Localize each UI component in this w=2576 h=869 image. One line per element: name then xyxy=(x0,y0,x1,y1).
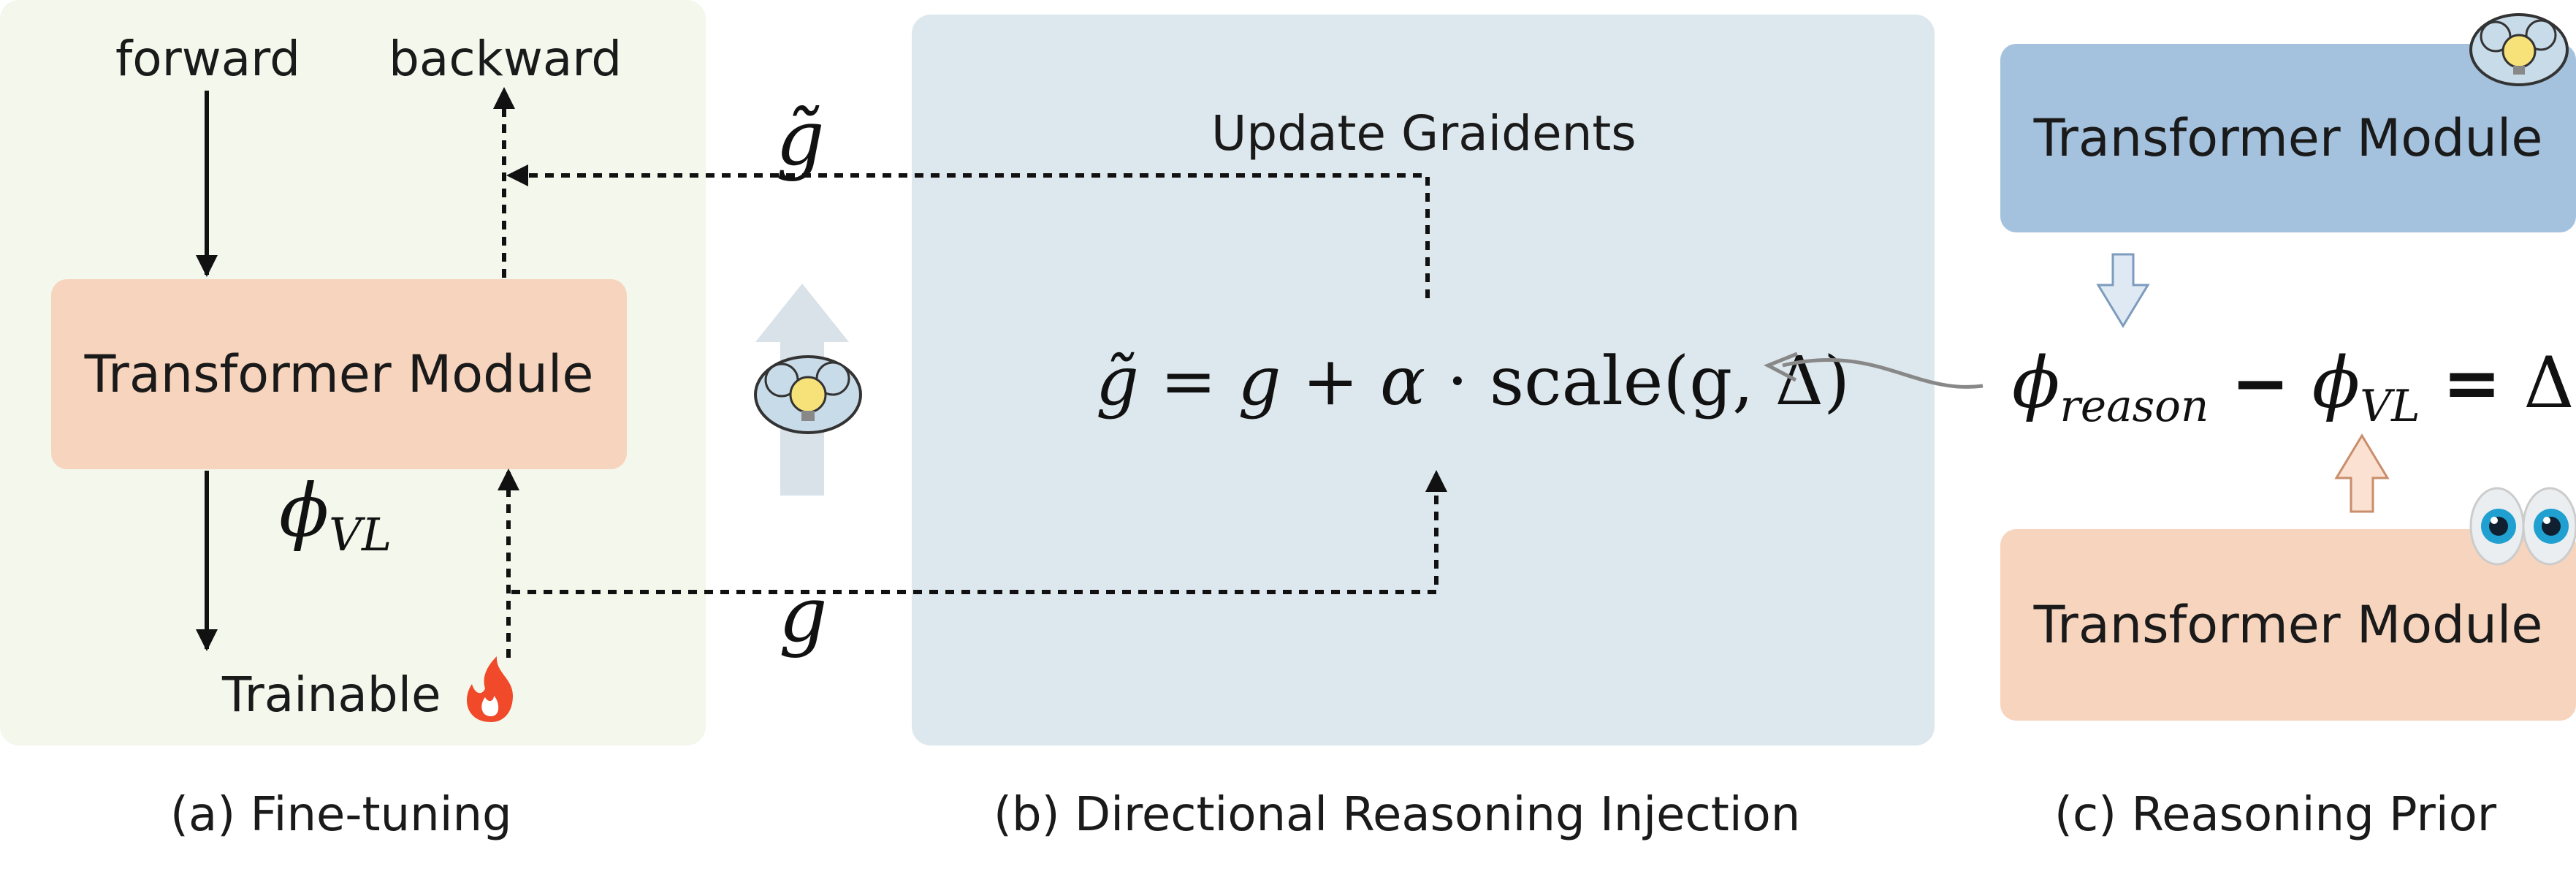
module-label: Transformer Module xyxy=(84,344,594,404)
g-label: g xyxy=(779,570,828,659)
g-tilde-label: g̃ xyxy=(776,94,825,183)
down-arrow-icon xyxy=(2096,253,2150,328)
phi-vl-symbol: ϕ xyxy=(2312,342,2360,424)
bottom-module-label: Transformer Module xyxy=(2033,595,2543,655)
eq-equals: = xyxy=(1160,342,1217,420)
phi-vl-label: ϕVL xyxy=(279,468,392,561)
delta-equation: ϕreason − ϕVL = Δ xyxy=(2012,342,2575,432)
eq-alpha: α xyxy=(1380,342,1426,420)
eq-g: g xyxy=(1238,342,1281,420)
backward-label: backward xyxy=(389,31,622,87)
eq-plus: + xyxy=(1302,342,1359,420)
brain-bulb-icon xyxy=(2469,13,2569,86)
delta-connector xyxy=(1782,357,1984,389)
transformer-module-vl: Transformer Module xyxy=(2000,529,2576,721)
eq-dot: · xyxy=(1447,342,1468,420)
phi-symbol: ϕ xyxy=(279,468,329,553)
gradient-to-equation-path xyxy=(511,470,1447,594)
up-arrow-icon xyxy=(2334,433,2390,513)
delta-connector-head xyxy=(1764,352,1798,382)
reason-subscript: reason xyxy=(2059,382,2209,433)
fire-icon xyxy=(466,656,513,722)
caption-c: (c) Reasoning Prior xyxy=(2054,788,2497,842)
vl-subscript-c: VL xyxy=(2360,382,2420,433)
eyes-icon xyxy=(2469,487,2576,566)
eq-g-tilde: g̃ xyxy=(1096,342,1139,420)
trainable-label: Trainable xyxy=(222,667,441,723)
injection-panel xyxy=(912,15,1935,745)
update-gradients-label: Update Graidents xyxy=(1211,105,1636,162)
eq-scale: scale xyxy=(1489,342,1664,420)
delta-symbol: Δ xyxy=(2523,342,2575,424)
transformer-module-finetune: Transformer Module xyxy=(51,279,627,469)
caption-a: (a) Fine-tuning xyxy=(170,788,512,842)
forward-label: forward xyxy=(115,31,301,87)
eq-args: (g, Δ) xyxy=(1663,342,1850,420)
phi-reason-symbol: ϕ xyxy=(2012,342,2060,424)
transformer-module-reason: Transformer Module xyxy=(2000,44,2576,232)
top-module-label: Transformer Module xyxy=(2033,108,2543,168)
brain-bulb-icon xyxy=(754,355,862,434)
minus-sign: − xyxy=(2230,342,2290,424)
caption-b: (b) Directional Reasoning Injection xyxy=(994,788,1801,842)
update-gradient-path xyxy=(506,164,1430,298)
vl-subscript: VL xyxy=(329,507,392,561)
equals-sign: = xyxy=(2442,342,2501,424)
injection-equation: g̃ = g + α · scale(g, Δ) xyxy=(1096,342,1850,420)
